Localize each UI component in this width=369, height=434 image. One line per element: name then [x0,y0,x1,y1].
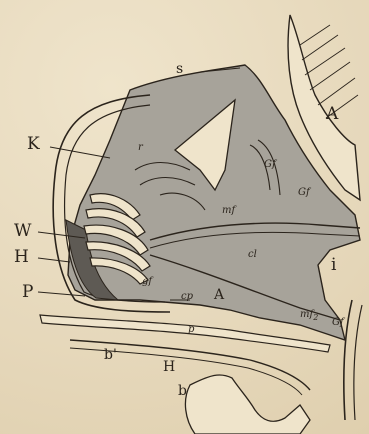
lower-curve-b [70,340,310,390]
vessel-right [344,300,352,420]
structure-b [185,375,310,434]
lower-curve-b-inner [70,348,302,395]
vessel-right-inner [354,305,362,420]
